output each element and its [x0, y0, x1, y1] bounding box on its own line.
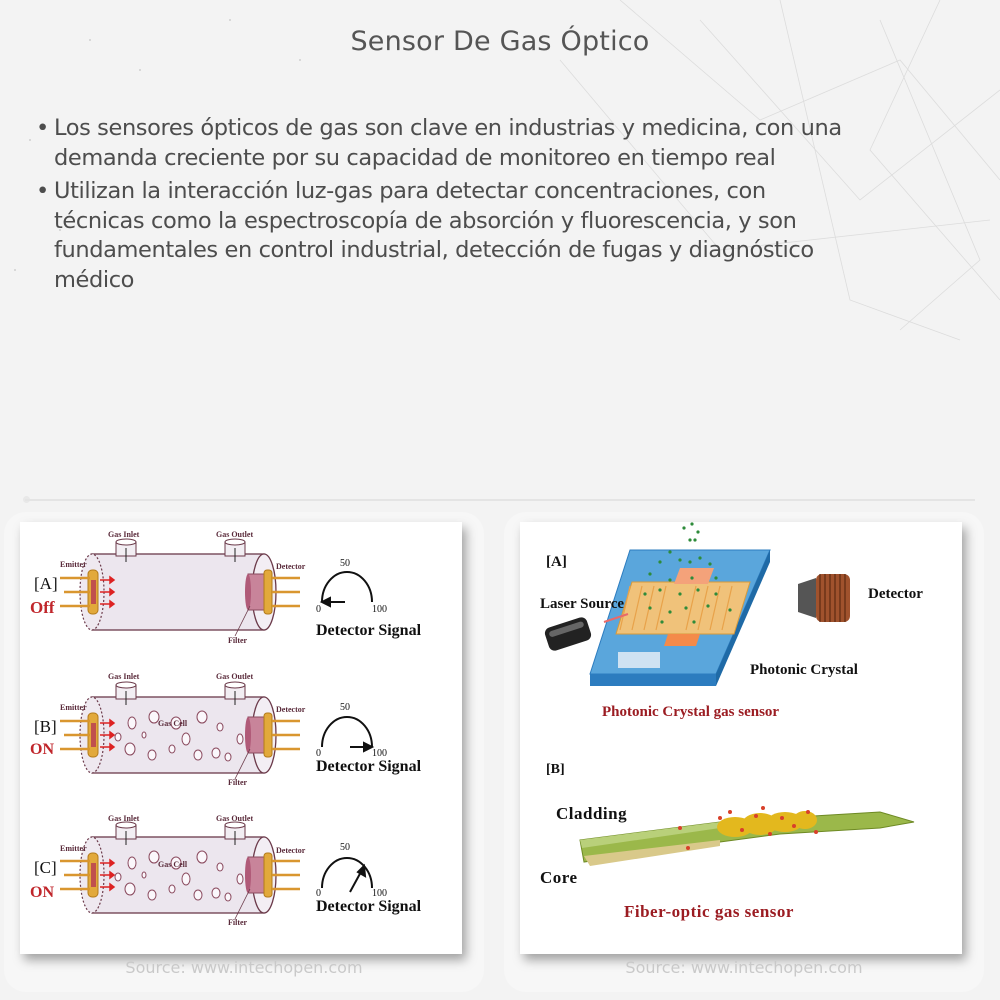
detector-label: Detector — [276, 705, 306, 714]
right-source-caption: Source: www.intechopen.com — [625, 958, 863, 977]
panel-c — [58, 820, 302, 921]
gas-inlet-label: Gas Inlet — [108, 814, 140, 823]
bullet-dot: • — [36, 115, 49, 141]
gas-cell-diagram — [58, 537, 375, 921]
gauge-mid-label: 50 — [340, 842, 350, 853]
section-divider — [25, 499, 975, 501]
bullet-line: Utilizan la interacción luz-gas para det… — [54, 178, 766, 204]
panel-a-tag: [A] — [546, 554, 567, 570]
gauge-needles — [319, 596, 375, 893]
bullet-line: demanda creciente por su capacidad de mo… — [54, 144, 776, 171]
gas-cell-label: Gas Cell — [158, 860, 188, 869]
core-label: Core — [540, 868, 578, 887]
filter-label: Filter — [228, 778, 248, 787]
optical-sensor-types-figure: [A] Laser Source Detector Photonic Cryst… — [520, 522, 962, 954]
gas-cell-absorption-figure: [A] Off [B] ON [C] ON Gas Inlet Gas Outl… — [20, 522, 462, 954]
panel-b-state: ON — [30, 741, 54, 758]
left-source-caption: Source: www.intechopen.com — [125, 958, 363, 977]
detector-signal-label: Detector Signal — [316, 622, 422, 639]
detector-label: Detector — [276, 562, 306, 571]
panel-b-tag: [B] — [34, 717, 57, 736]
panel-a-tag: [A] — [34, 574, 58, 593]
gauge-max-label: 100 — [372, 748, 387, 759]
cladding-label: Cladding — [556, 804, 628, 823]
panel-b — [58, 680, 302, 781]
bullet-line: médico — [54, 266, 135, 293]
panel-b-tag: [B] — [546, 762, 565, 777]
gas-cell-label: Gas Cell — [158, 719, 188, 728]
emitter-label: Emitter — [60, 844, 87, 853]
bullet-line: Los sensores ópticos de gas son clave en… — [54, 115, 842, 141]
gauge-min-label: 0 — [316, 888, 321, 899]
gauge-min-label: 0 — [316, 748, 321, 759]
gas-outlet-label: Gas Outlet — [216, 814, 254, 823]
bullet-item: • Utilizan la interacción luz-gas para d… — [30, 177, 980, 295]
panel-c-tag: [C] — [34, 858, 57, 877]
fiber-caption: Fiber-optic gas sensor — [624, 902, 794, 921]
bullet-line: técnicas como la espectroscopía de absor… — [54, 207, 797, 234]
photonic-caption: Photonic Crystal gas sensor — [602, 704, 780, 720]
bullet-line: fundamentales en control industrial, det… — [54, 237, 814, 263]
page-title: Sensor De Gas Óptico — [350, 26, 650, 57]
fiber-optic-icon — [579, 806, 915, 866]
gas-inlet-label: Gas Inlet — [108, 530, 140, 539]
filter-label: Filter — [228, 636, 248, 645]
bullet-item: • Los sensores ópticos de gas son clave … — [30, 114, 980, 173]
panel-a — [58, 537, 302, 638]
gas-inlet-label: Gas Inlet — [108, 672, 140, 681]
detector-label: Detector — [868, 586, 923, 602]
gauge-icons — [321, 571, 373, 889]
detector-signal-label: Detector Signal — [316, 898, 422, 915]
emitter-label: Emitter — [60, 703, 87, 712]
detector-label: Detector — [276, 846, 306, 855]
gas-outlet-label: Gas Outlet — [216, 530, 254, 539]
gas-molecules — [643, 522, 732, 624]
laser-source-label: Laser Source — [540, 596, 625, 612]
gauge-mid-label: 50 — [340, 558, 350, 569]
bullet-dot: • — [36, 178, 49, 204]
photonic-fiber-diagram — [544, 522, 915, 866]
filter-label: Filter — [228, 918, 248, 927]
photonic-crystal-label: Photonic Crystal — [750, 662, 858, 678]
bullet-list: • Los sensores ópticos de gas son clave … — [30, 114, 980, 299]
gas-outlet-label: Gas Outlet — [216, 672, 254, 681]
gauge-max-label: 100 — [372, 604, 387, 615]
gauge-mid-label: 50 — [340, 702, 350, 713]
laser-source-icon — [544, 617, 592, 651]
detector-signal-label: Detector Signal — [316, 758, 422, 775]
gauge-min-label: 0 — [316, 604, 321, 615]
panel-a-state: Off — [30, 598, 55, 617]
detector-icon — [798, 574, 850, 622]
emitter-label: Emitter — [60, 560, 87, 569]
gauge-max-label: 100 — [372, 888, 387, 899]
panel-c-state: ON — [30, 884, 54, 901]
